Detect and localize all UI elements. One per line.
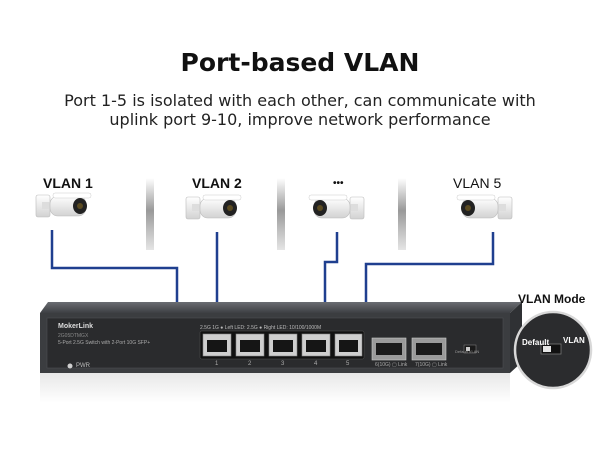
camera-icon — [456, 194, 513, 220]
vlan-mode-zoom — [513, 310, 593, 390]
power-led-icon — [67, 363, 73, 369]
camera-icon — [185, 194, 242, 220]
device-description: 5-Port 2.5G Switch with 2-Port 10G SFP+ — [58, 340, 151, 346]
port-number: 2 — [248, 361, 252, 367]
page-title: Port-based VLAN — [180, 48, 420, 77]
port-number: 5 — [346, 361, 350, 367]
separator-bar — [277, 178, 285, 250]
vlan-label-5: VLAN 5 — [453, 175, 502, 191]
vlan-label-2: VLAN 2 — [192, 175, 242, 191]
dip-switch-label: Default VLAN — [455, 349, 480, 354]
sfp-label: 6(10G) ▢ Link — [375, 362, 408, 368]
sfp-port-group — [371, 337, 447, 361]
vlan-label-1: VLAN 1 — [43, 175, 93, 191]
sfp-label: 7(10G) ▢ Link — [415, 362, 448, 368]
separator-bar — [398, 178, 406, 250]
ethernet-cables — [50, 230, 495, 304]
vlan-mode-vlan-label: VLAN — [563, 336, 585, 345]
camera-icon — [308, 194, 365, 220]
device-model: 2G05DTMGX — [58, 333, 89, 339]
vlan-label-ellipsis: ••• — [333, 178, 344, 189]
camera-icon — [35, 192, 92, 218]
port-number: 3 — [281, 361, 285, 367]
device-brand: MokerLink — [58, 323, 94, 330]
port-number: 4 — [314, 361, 318, 367]
device-led-legend: 2.5G 1G ● Left LED: 2.5G ● Right LED: 10… — [200, 325, 322, 331]
power-label: PWR — [76, 363, 90, 369]
vlan-mode-label: VLAN Mode — [518, 292, 586, 306]
port-number: 1 — [215, 361, 219, 367]
ethernet-port-group — [199, 330, 365, 360]
vlan-mode-default-label: Default — [522, 338, 550, 347]
page-subtitle: Port 1-5 is isolated with each other, ca… — [64, 91, 536, 129]
separator-bar — [146, 178, 154, 250]
